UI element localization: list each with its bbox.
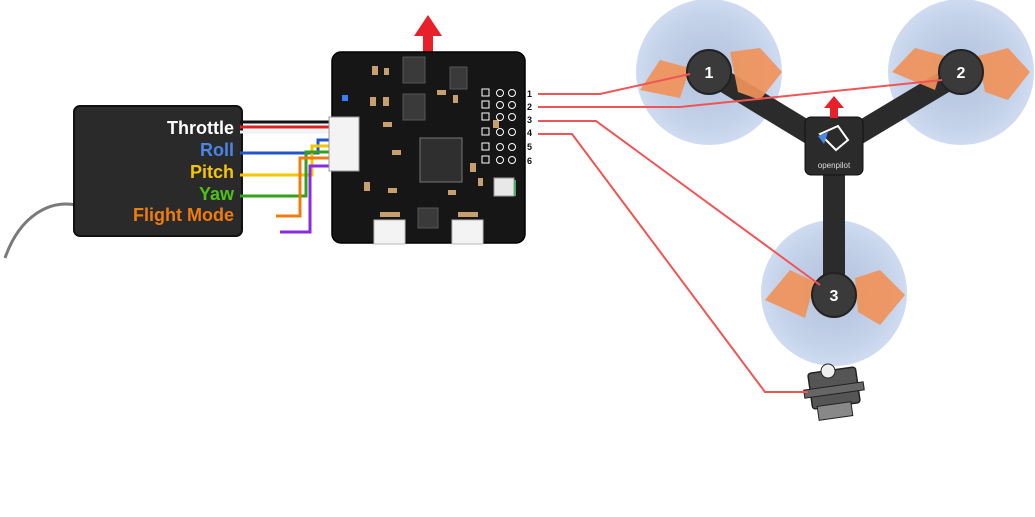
prop-arrows-3 (765, 270, 905, 325)
channel-label-roll: Roll (200, 140, 234, 160)
prop-arrows-2 (892, 48, 1030, 100)
output-signal-wires (538, 73, 943, 393)
pin-label-6: 6 (527, 156, 532, 166)
port-right (451, 219, 484, 245)
flight-controller: 1 2 3 4 5 6 (328, 15, 532, 245)
pin-label-5: 5 (527, 142, 532, 152)
pin-label-4: 4 (527, 128, 532, 138)
wire-yaw (240, 150, 330, 198)
motor-1: 1 (686, 49, 732, 95)
main-processor (419, 137, 463, 183)
motor-2-label: 2 (957, 65, 966, 82)
signal-wire-4 (538, 133, 808, 393)
servo-mount (803, 381, 865, 399)
wire-flight-mode (276, 156, 330, 218)
header-connector (493, 177, 515, 197)
channel-label-pitch: Pitch (190, 162, 234, 182)
pin-label-3: 3 (527, 115, 532, 125)
chip-upper (402, 56, 426, 84)
input-connector (328, 116, 360, 172)
receiver: Throttle Roll Pitch Yaw Flight Mode (3, 105, 243, 259)
motor-2-body (938, 49, 984, 95)
board-components (364, 66, 499, 217)
forward-arrow-board (414, 15, 442, 53)
pin-label-2: 2 (527, 102, 532, 112)
signal-wire-3 (538, 120, 821, 286)
channel-label-flight-mode: Flight Mode (133, 205, 234, 225)
channel-label-yaw: Yaw (199, 184, 235, 204)
servo-base (816, 401, 854, 421)
tricopter-frame: openpilot 1 2 3 (636, 0, 1034, 421)
motor-2: 2 (938, 49, 984, 95)
status-led-blue (342, 95, 348, 101)
channel-label-throttle: Throttle (167, 118, 234, 138)
receiver-body (73, 105, 243, 237)
wire-pitch (240, 144, 330, 177)
frame-brand-label: openpilot (818, 161, 851, 170)
receiver-antenna (3, 202, 77, 259)
signal-wire-2 (538, 79, 943, 108)
chip-lower (417, 207, 439, 229)
output-pin-header (481, 88, 516, 164)
motor-3-label: 3 (830, 288, 839, 305)
motor-1-label: 1 (705, 65, 714, 82)
chip-side (449, 66, 468, 90)
pin-label-1: 1 (527, 89, 532, 99)
signal-wire-1 (538, 73, 691, 95)
servo-horn (820, 363, 836, 379)
motor-3: 3 (811, 272, 857, 318)
openpilot-logo-icon (818, 124, 850, 152)
forward-arrow-frame (824, 96, 844, 118)
motor-1-body (686, 49, 732, 95)
chip-middle (402, 93, 426, 121)
input-wires (240, 120, 330, 234)
port-left (373, 219, 406, 245)
tail-servo (803, 363, 865, 421)
wire-purple (280, 164, 330, 234)
motor-3-body (811, 272, 857, 318)
openpilot-logo-accent (818, 132, 828, 144)
